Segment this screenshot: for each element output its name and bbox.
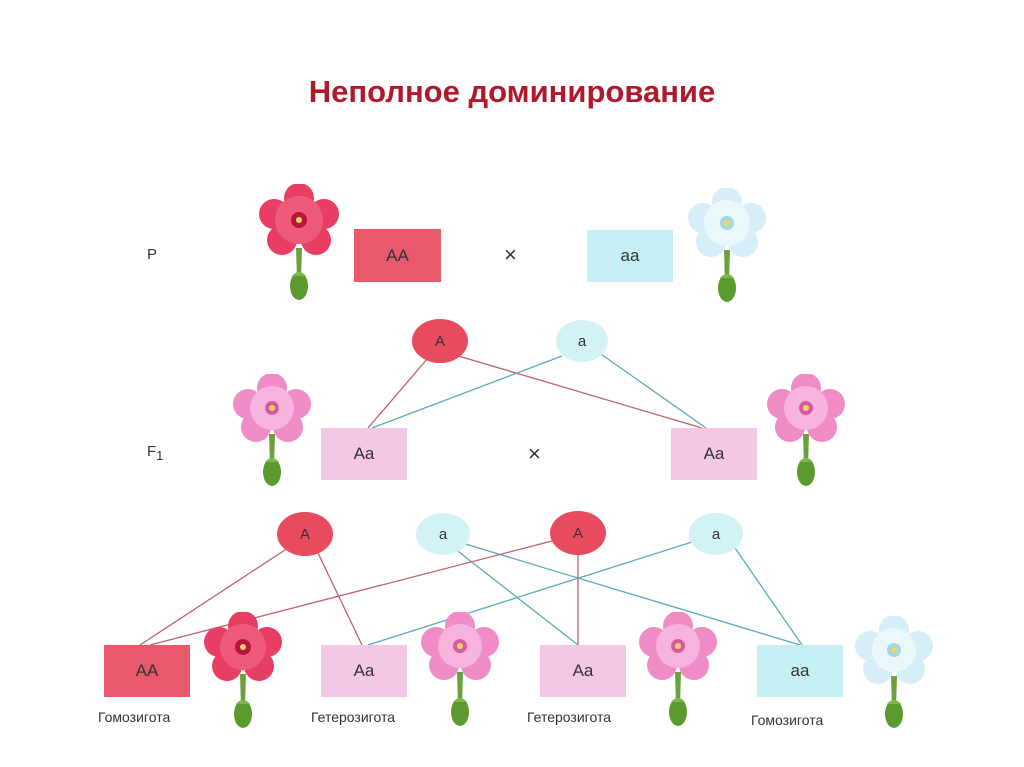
gamete-f1-a-2: a	[416, 513, 470, 555]
page-title: Неполное доминирование	[308, 74, 716, 109]
white-flower-icon	[688, 188, 766, 302]
white-flower-icon	[855, 616, 933, 728]
pink-flower-icon	[639, 612, 717, 726]
genotype-box-f2-Aa-1: Aa	[321, 645, 407, 697]
gamete-p-a: a	[556, 320, 608, 362]
red-flower-icon	[204, 612, 282, 728]
pink-flower-icon	[233, 374, 311, 486]
cross-symbol-p: ×	[504, 242, 517, 267]
line-a4-to-Aa1	[367, 541, 693, 646]
gamete-f1-A-1: A	[277, 512, 333, 556]
generation-label-p: P	[147, 246, 158, 263]
pink-flower-icon	[421, 612, 499, 726]
gamete-f1-a-4: a	[689, 513, 743, 555]
genotype-box-f2-Aa-2: Aa	[540, 645, 626, 697]
line-A-to-f1-left	[367, 357, 429, 429]
genotype-box-p-aa: aa	[587, 230, 673, 282]
red-flower-icon	[259, 184, 339, 300]
caption-heterozygote-1: Гетерозигота	[311, 709, 395, 725]
caption-homozygote-1: Гомозигота	[98, 709, 171, 725]
line-A-to-f1-right	[454, 354, 703, 429]
genotype-box-f1-left: Aa	[321, 428, 407, 480]
cross-symbol-f1: ×	[528, 441, 541, 466]
generation-label-f1: F1	[147, 443, 164, 463]
genotype-box-f2-AA: AA	[104, 645, 190, 697]
gamete-f1-A-3: A	[550, 511, 606, 555]
line-A1-to-AA	[139, 547, 289, 646]
line-a-to-f1-left	[371, 355, 563, 429]
pink-flower-icon	[767, 374, 845, 486]
caption-homozygote-2: Гомозигота	[751, 712, 824, 728]
line-a2-to-aa	[461, 542, 801, 646]
caption-heterozygote-2: Гетерозигота	[527, 709, 611, 725]
genotype-box-f2-aa: aa	[757, 645, 843, 697]
line-a4-to-aa	[734, 547, 803, 646]
line-a-to-f1-right	[597, 351, 707, 429]
genotype-box-p-AA: AA	[354, 229, 441, 282]
gamete-p-A: A	[412, 319, 468, 363]
line-A1-to-Aa1	[317, 552, 363, 646]
genotype-box-f1-right: Aa	[671, 428, 757, 480]
